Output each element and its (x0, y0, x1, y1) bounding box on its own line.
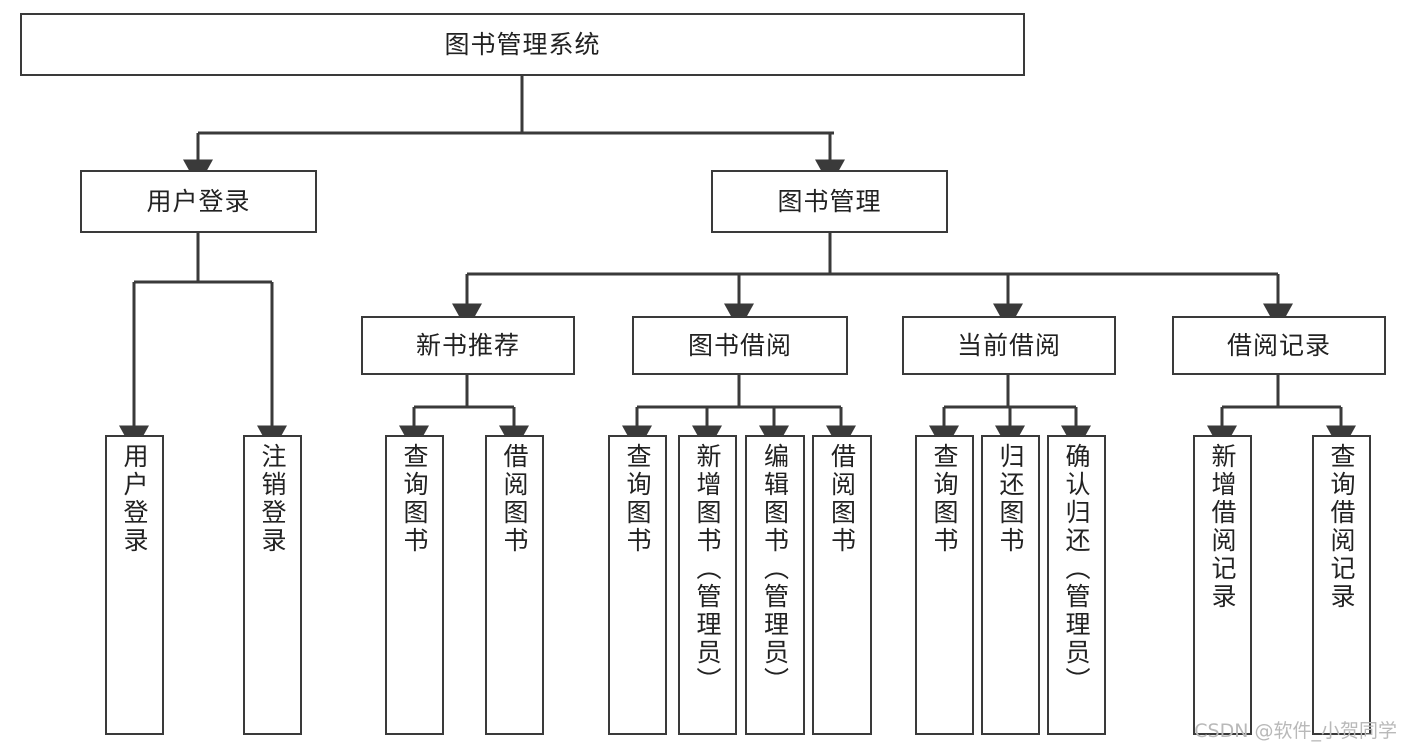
leaf-query-record[interactable]: 查询借阅记录 (1312, 435, 1371, 735)
leaf-borrow-book-2-label: 借阅图书 (827, 443, 857, 555)
leaf-edit-book-label: 编辑图书（管理员） (760, 443, 790, 695)
leaf-return-book[interactable]: 归还图书 (981, 435, 1040, 735)
node-book-borrow-label: 图书借阅 (687, 330, 792, 360)
leaf-add-book[interactable]: 新增图书（管理员） (678, 435, 737, 735)
leaf-query-book-2-label: 查询图书 (623, 443, 652, 555)
leaf-query-book-1[interactable]: 查询图书 (385, 435, 444, 735)
node-book-borrow[interactable]: 图书借阅 (632, 316, 848, 375)
leaf-user-login-label: 用户登录 (120, 443, 149, 555)
node-book-manage-label: 图书管理 (777, 186, 882, 216)
node-borrow-record-label: 借阅记录 (1226, 330, 1331, 360)
watermark-text: CSDN @软件_小贺同学 (1194, 720, 1397, 742)
leaf-query-book-3[interactable]: 查询图书 (915, 435, 974, 735)
node-user-login-label: 用户登录 (146, 186, 251, 216)
leaf-confirm-return-label: 确认归还（管理员） (1062, 443, 1091, 695)
leaf-add-record-label: 新增借阅记录 (1208, 443, 1237, 611)
leaf-borrow-book-1-label: 借阅图书 (500, 443, 529, 555)
leaf-borrow-book-2[interactable]: 借阅图书 (812, 435, 872, 735)
node-current-borrow-label: 当前借阅 (956, 330, 1061, 360)
leaf-query-book-2[interactable]: 查询图书 (608, 435, 667, 735)
node-current-borrow[interactable]: 当前借阅 (902, 316, 1116, 375)
node-new-book-recommend[interactable]: 新书推荐 (361, 316, 575, 375)
leaf-edit-book[interactable]: 编辑图书（管理员） (745, 435, 805, 735)
leaf-user-login[interactable]: 用户登录 (105, 435, 164, 735)
node-book-manage[interactable]: 图书管理 (711, 170, 948, 233)
leaf-return-book-label: 归还图书 (996, 443, 1025, 555)
leaf-query-book-3-label: 查询图书 (930, 443, 959, 555)
node-root-label: 图书管理系统 (444, 29, 601, 59)
node-new-book-recommend-label: 新书推荐 (415, 330, 520, 360)
node-root[interactable]: 图书管理系统 (20, 13, 1025, 76)
leaf-borrow-book-1[interactable]: 借阅图书 (485, 435, 544, 735)
leaf-add-book-label: 新增图书（管理员） (693, 443, 722, 695)
leaf-user-logout-label: 注销登录 (258, 443, 287, 555)
leaf-add-record[interactable]: 新增借阅记录 (1193, 435, 1252, 735)
leaf-query-record-label: 查询借阅记录 (1327, 443, 1356, 611)
node-borrow-record[interactable]: 借阅记录 (1172, 316, 1386, 375)
node-user-login[interactable]: 用户登录 (80, 170, 317, 233)
leaf-query-book-1-label: 查询图书 (400, 443, 429, 555)
leaf-user-logout[interactable]: 注销登录 (243, 435, 302, 735)
leaf-confirm-return[interactable]: 确认归还（管理员） (1047, 435, 1106, 735)
